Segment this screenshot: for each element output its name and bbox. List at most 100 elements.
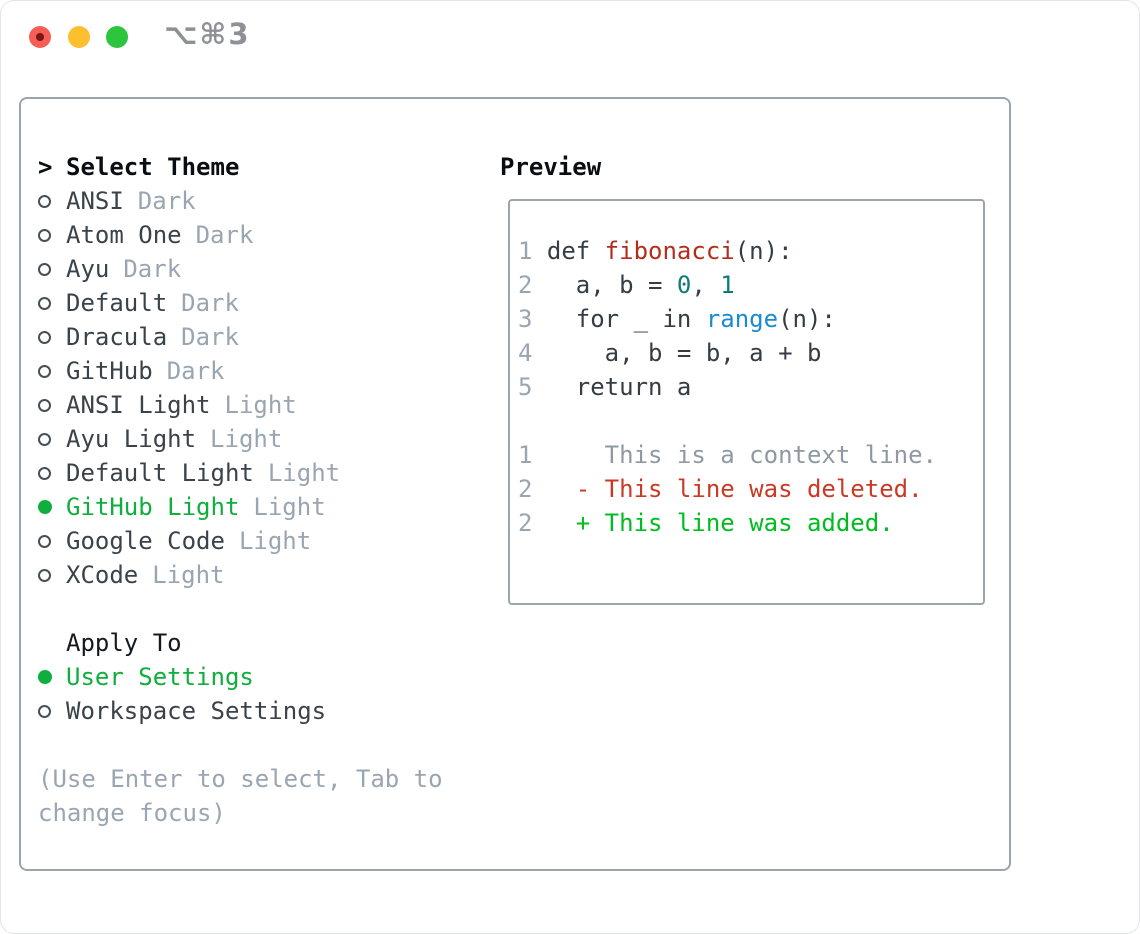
theme-option-default-light[interactable]: Default Light Light — [38, 456, 478, 490]
code-token-builtin: range — [705, 305, 779, 333]
radio-icon — [38, 228, 66, 242]
theme-option-github-light[interactable]: GitHub Light Light — [38, 490, 478, 524]
code-token-plain: return a — [546, 373, 692, 401]
theme-variant-tag: Dark — [166, 357, 225, 385]
radio-icon — [38, 704, 66, 718]
line-number: 3 — [518, 305, 533, 333]
theme-option-label: Default Light — [66, 459, 254, 487]
theme-variant-tag: Light — [238, 527, 312, 555]
theme-variant-tag: Dark — [181, 289, 239, 317]
theme-option-label: Google Code — [66, 527, 225, 555]
apply-option-label: Workspace Settings — [66, 697, 327, 725]
code-token-plain: a, b = b, a + b — [546, 339, 822, 367]
radio-icon — [38, 466, 66, 480]
theme-variant-tag: Light — [253, 493, 326, 521]
preview-line: 2 + This line was added. — [518, 509, 983, 543]
preview-line: 1 This is a context line. — [518, 441, 983, 475]
apply-option-user-settings[interactable]: User Settings — [38, 660, 478, 694]
preview-line: 2 a, b = 0, 1 — [518, 271, 983, 305]
code-token-plain: (n): — [778, 305, 836, 333]
code-token-context: This is a context line. — [546, 441, 938, 469]
titlebar: ⌥⌘3 — [0, 0, 1140, 76]
code-token-deleted: - This line was deleted. — [546, 475, 923, 503]
theme-option-default[interactable]: Default Dark — [38, 286, 478, 320]
line-number: 5 — [518, 373, 533, 401]
apply-to-header-row: Apply To — [38, 626, 478, 660]
theme-option-label: ANSI — [66, 187, 124, 215]
selected-radio-icon — [38, 670, 66, 684]
line-number: 2 — [518, 475, 533, 503]
spacer-row — [38, 592, 478, 626]
theme-option-label: ANSI Light — [66, 391, 211, 419]
theme-variant-tag: Light — [152, 561, 225, 589]
window-shortcut-label: ⌥⌘3 — [164, 17, 251, 51]
preview-line: 4 a, b = b, a + b — [518, 339, 983, 373]
theme-option-google-code[interactable]: Google Code Light — [38, 524, 478, 558]
line-number: 1 — [518, 237, 533, 265]
preview-line: 3 for _ in range(n): — [518, 305, 983, 339]
theme-variant-tag: Light — [210, 425, 283, 453]
theme-variant-tag: Dark — [195, 221, 254, 249]
maximize-button[interactable] — [106, 26, 128, 48]
line-number: 4 — [518, 339, 533, 367]
theme-variant-tag: Light — [267, 459, 341, 487]
theme-list-header-row: > Select Theme — [38, 150, 478, 184]
theme-option-xcode[interactable]: XCode Light — [38, 558, 478, 592]
code-token-function: fibonacci — [604, 237, 735, 265]
theme-option-label: Dracula — [66, 323, 168, 351]
theme-option-label: Default — [66, 289, 168, 317]
radio-icon — [38, 534, 66, 548]
close-button[interactable] — [29, 26, 51, 48]
line-number: 1 — [518, 441, 533, 469]
preview-header-row: Preview — [500, 150, 985, 184]
minimize-button[interactable] — [68, 26, 90, 48]
preview-title: Preview — [500, 153, 602, 181]
apply-to-title: Apply To — [66, 629, 182, 657]
code-token-plain: (n): — [734, 237, 793, 265]
selected-radio-icon — [38, 500, 66, 514]
radio-icon — [38, 330, 66, 344]
theme-option-atom-one[interactable]: Atom One Dark — [38, 218, 478, 252]
preview-line: 5 return a — [518, 373, 983, 407]
theme-option-label: Atom One — [66, 221, 182, 249]
radio-icon — [38, 262, 66, 276]
code-token-plain: for _ in — [546, 305, 706, 333]
keyboard-hint: (Use Enter to select, Tab to change focu… — [38, 765, 443, 827]
theme-option-label: GitHub Light — [66, 493, 240, 521]
theme-option-label: Ayu Light — [66, 425, 197, 453]
theme-option-label: Ayu — [66, 255, 110, 283]
radio-icon — [38, 398, 66, 412]
theme-option-ayu-light[interactable]: Ayu Light Light — [38, 422, 478, 456]
radio-icon — [38, 568, 66, 582]
radio-icon — [38, 194, 66, 208]
code-token-plain: def — [546, 237, 605, 265]
code-token-number: 0 — [676, 271, 692, 299]
code-token-plain: a, b = — [546, 271, 677, 299]
theme-option-ayu[interactable]: Ayu Dark — [38, 252, 478, 286]
radio-icon — [38, 432, 66, 446]
radio-icon — [38, 364, 66, 378]
theme-option-label: XCode — [66, 561, 139, 589]
preview-line: 1 def fibonacci(n): — [518, 237, 983, 271]
theme-list-title: Select Theme — [66, 153, 240, 181]
theme-variant-tag: Dark — [123, 255, 182, 283]
radio-icon — [38, 296, 66, 310]
code-token-plain: , — [691, 271, 721, 299]
line-number: 2 — [518, 271, 533, 299]
line-number: 2 — [518, 509, 533, 537]
apply-option-workspace-settings[interactable]: Workspace Settings — [38, 694, 478, 728]
code-token-number: 1 — [720, 271, 735, 299]
apply-option-label: User Settings — [66, 663, 254, 691]
code-token-added: + This line was added. — [546, 509, 894, 537]
preview-line: 2 - This line was deleted. — [518, 475, 983, 509]
